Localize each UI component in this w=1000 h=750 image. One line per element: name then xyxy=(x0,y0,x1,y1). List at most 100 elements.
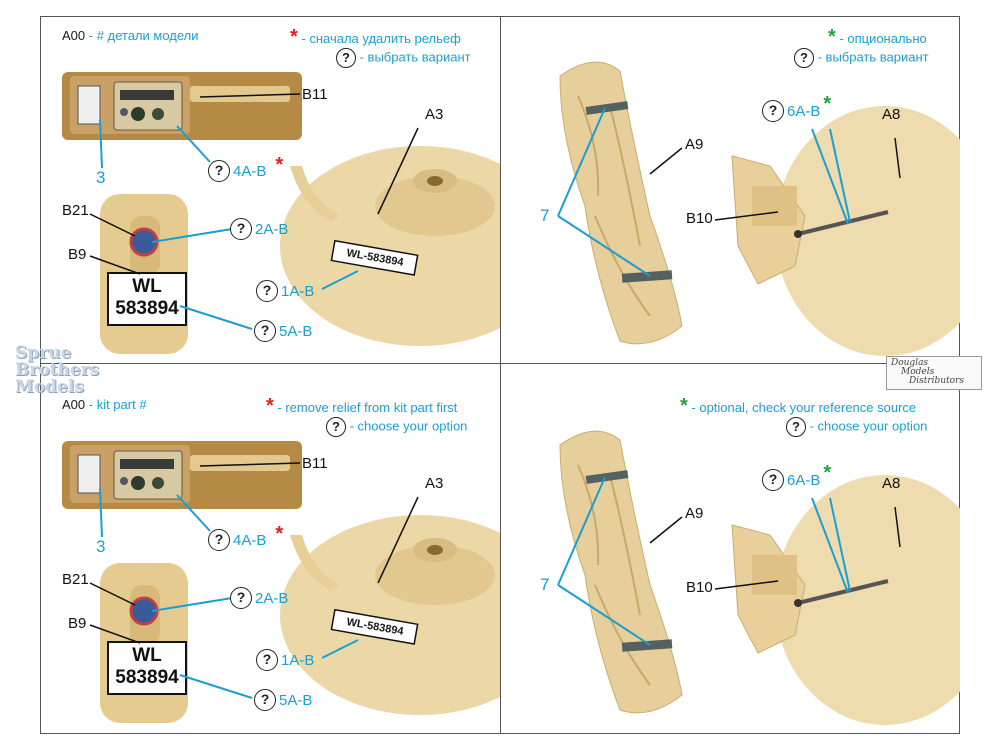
callout-4a-b: ?4A-B* xyxy=(208,523,283,551)
question-circle-icon: ? xyxy=(254,689,276,711)
sprue-brothers-watermark: Sprue Brothers Models xyxy=(15,343,100,397)
instrument-panel xyxy=(113,81,183,131)
panel-bottom-right: * - optional, check your reference sourc… xyxy=(500,385,960,732)
panel-top-left: A00 - # детали модели * - сначала удалит… xyxy=(40,16,500,363)
code-label: A00 xyxy=(62,397,86,412)
label-a8: A8 xyxy=(882,106,901,123)
pin-rod xyxy=(797,210,889,236)
header-choose-line: ? - choose your option xyxy=(786,417,927,437)
code-note: - # детали модели xyxy=(85,28,199,43)
header-optional-line: * - опционально xyxy=(828,26,927,49)
parts-illustration xyxy=(62,441,500,723)
callout-1a-b: ?1A-B xyxy=(256,280,314,302)
callout-6a-b: ?6A-B* xyxy=(762,462,831,491)
label-b11: B11 xyxy=(302,86,328,103)
label-b9: B9 xyxy=(68,246,87,263)
strap-bottom xyxy=(621,639,673,652)
choose-note: - choose your option xyxy=(806,418,928,434)
label-b10: B10 xyxy=(686,210,713,227)
header-choose-line: ? - выбрать вариант xyxy=(794,48,929,68)
label-b21: B21 xyxy=(62,571,89,588)
label-a3: A3 xyxy=(425,106,444,123)
callout-2a-b: ?2A-B xyxy=(230,587,288,609)
label-b10: B10 xyxy=(686,579,713,596)
plate-large-text: WL 583894 xyxy=(115,276,179,319)
green-asterisk-icon: * xyxy=(823,461,832,484)
b11-part xyxy=(190,455,290,471)
label-a8: A8 xyxy=(882,475,901,492)
label-a9: A9 xyxy=(685,505,704,522)
callout-5a-b: ?5A-B xyxy=(254,320,312,342)
green-asterisk-icon: * xyxy=(823,92,832,115)
header-code-line: A00 - kit part # xyxy=(62,397,147,412)
question-circle-icon: ? xyxy=(256,280,278,302)
label-7: 7 xyxy=(540,575,550,594)
red-asterisk-icon: * xyxy=(275,153,284,176)
callout-6a-b: ?6A-B* xyxy=(762,93,831,122)
header-star-line: * - remove relief from kit part first xyxy=(266,395,457,418)
green-asterisk-icon: * xyxy=(680,395,688,417)
label-a3: A3 xyxy=(425,475,444,492)
question-circle-icon: ? xyxy=(230,218,252,240)
star-note: - сначала удалить рельеф xyxy=(297,31,461,46)
choose-note: - выбрать вариант xyxy=(356,49,471,65)
plate-large xyxy=(107,272,187,326)
a3-part xyxy=(280,515,500,715)
red-asterisk-icon: * xyxy=(290,26,298,48)
star-note: - remove relief from kit part first xyxy=(273,400,458,415)
green-asterisk-icon: * xyxy=(828,26,836,48)
question-circle-icon: ? xyxy=(336,48,356,68)
question-circle-icon: ? xyxy=(230,587,252,609)
plate-large xyxy=(107,641,187,695)
parts-illustration xyxy=(557,61,960,356)
plate-large-text: WL 583894 xyxy=(115,645,179,688)
callout-4a-b: ?4A-B* xyxy=(208,154,283,182)
label-3: 3 xyxy=(96,168,106,187)
code-label: A00 xyxy=(62,28,86,43)
header-optional-line: * - optional, check your reference sourc… xyxy=(680,395,916,418)
strap-top xyxy=(585,101,629,115)
question-circle-icon: ? xyxy=(762,469,784,491)
optional-note: - опционально xyxy=(835,31,927,46)
label-7: 7 xyxy=(540,206,550,225)
choose-note: - выбрать вариант xyxy=(814,49,929,65)
a3-part xyxy=(280,146,500,346)
label-a9: A9 xyxy=(685,136,704,153)
question-circle-icon: ? xyxy=(254,320,276,342)
label-b21: B21 xyxy=(62,202,89,219)
b11-part xyxy=(190,86,290,102)
header-star-line: * - сначала удалить рельеф xyxy=(290,26,461,49)
a8-part xyxy=(775,106,960,356)
question-circle-icon: ? xyxy=(256,649,278,671)
a8-part xyxy=(775,475,960,725)
strap-top xyxy=(585,470,629,484)
code-note: - kit part # xyxy=(85,397,147,412)
optional-note: - optional, check your reference source xyxy=(687,400,917,415)
small-plate xyxy=(330,608,419,645)
vertical-divider xyxy=(500,16,501,734)
panel-top-right: * - опционально ? - выбрать вариант A9 A… xyxy=(500,16,960,363)
header-choose-line: ? - choose your option xyxy=(326,417,467,437)
header-choose-line: ? - выбрать вариант xyxy=(336,48,471,68)
douglas-models-logo: Douglas Models Distributors xyxy=(886,356,982,390)
strap-bottom xyxy=(621,270,673,283)
question-circle-icon: ? xyxy=(326,417,346,437)
question-circle-icon: ? xyxy=(794,48,814,68)
choose-note: - choose your option xyxy=(346,418,468,434)
placard xyxy=(77,85,101,125)
callout-1a-b: ?1A-B xyxy=(256,649,314,671)
parts-illustration xyxy=(62,72,500,354)
pin-rod xyxy=(797,579,889,605)
question-circle-icon: ? xyxy=(208,160,230,182)
small-plate xyxy=(330,239,419,276)
question-circle-icon: ? xyxy=(208,529,230,551)
label-b11: B11 xyxy=(302,455,328,472)
red-asterisk-icon: * xyxy=(275,522,284,545)
question-circle-icon: ? xyxy=(786,417,806,437)
instrument-panel xyxy=(113,450,183,500)
red-asterisk-icon: * xyxy=(266,395,274,417)
question-circle-icon: ? xyxy=(762,100,784,122)
placard xyxy=(77,454,101,494)
callout-2a-b: ?2A-B xyxy=(230,218,288,240)
panel-bottom-left: A00 - kit part # * - remove relief from … xyxy=(40,385,500,732)
